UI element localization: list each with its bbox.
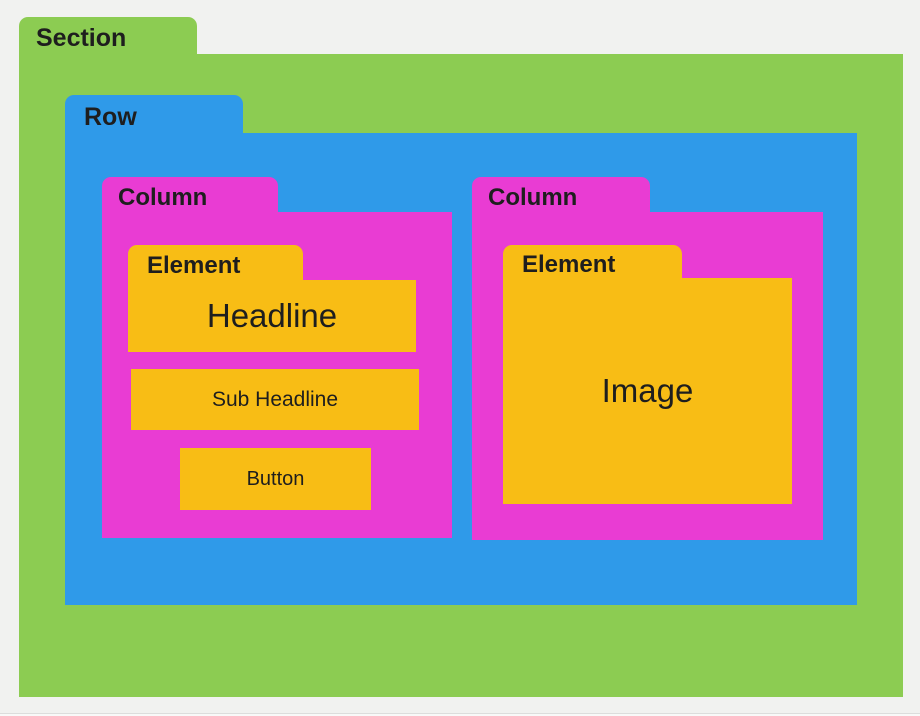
section-tab: Section	[19, 17, 197, 54]
button-box: Button	[180, 448, 371, 510]
row-label: Row	[84, 102, 137, 131]
row-body: Column Element Headline Sub Headline But…	[65, 133, 857, 605]
column-1-tab: Column	[102, 177, 278, 212]
section-label: Section	[36, 24, 127, 52]
element-2-tab: Element	[503, 245, 682, 278]
headline-box: Headline	[128, 280, 416, 352]
image-box: Image	[503, 278, 792, 504]
column-1-body: Element Headline Sub Headline Button	[102, 212, 452, 538]
image-label: Image	[601, 372, 694, 409]
headline-label: Headline	[206, 297, 338, 334]
element-1-tab: Element	[128, 245, 303, 280]
bottom-divider	[0, 713, 920, 714]
row-tab: Row	[65, 95, 243, 133]
sub-headline-label: Sub Headline	[211, 387, 339, 411]
element-1-label: Element	[147, 251, 241, 279]
section-body: Row Column Element Headline Sub Headline…	[19, 54, 903, 697]
element-2-label: Element	[522, 250, 616, 278]
column-2-label: Column	[488, 183, 578, 211]
bottom-strip	[0, 714, 920, 716]
column-1-label: Column	[118, 183, 208, 211]
sub-headline-box: Sub Headline	[131, 369, 419, 430]
column-2-body: Element Image	[472, 212, 823, 540]
button-label: Button	[246, 467, 305, 490]
column-2-tab: Column	[472, 177, 650, 212]
